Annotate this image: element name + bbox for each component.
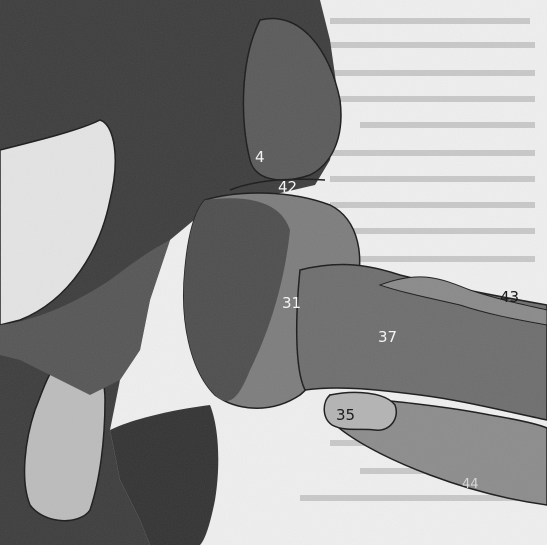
label-37: 37 bbox=[378, 330, 397, 345]
label-44: 44 bbox=[462, 478, 479, 491]
label-42: 42 bbox=[278, 180, 297, 195]
label-35: 35 bbox=[336, 408, 355, 423]
label-43: 43 bbox=[500, 290, 519, 305]
label-31: 31 bbox=[282, 296, 301, 311]
label-4: 4 bbox=[255, 150, 265, 165]
